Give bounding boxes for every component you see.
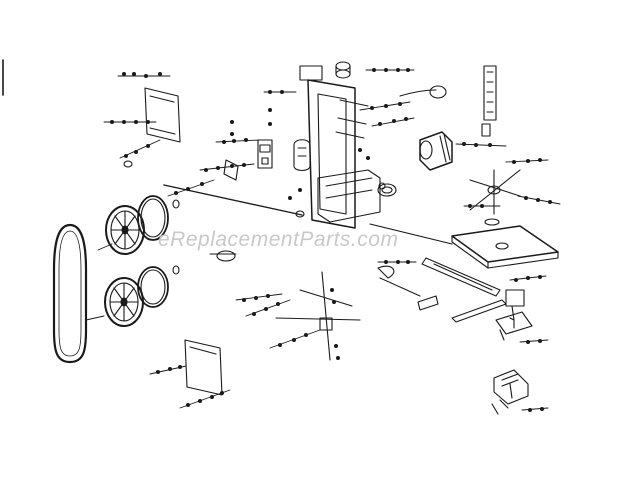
fastener-dots (110, 68, 552, 412)
lower-cover-plate (184, 339, 223, 396)
trunnion-assembly (469, 169, 521, 226)
main-frame (299, 65, 381, 229)
pulley (377, 183, 397, 197)
saw-blade (52, 223, 88, 364)
upper-wheel (105, 205, 145, 255)
dust-hose (399, 85, 447, 99)
upper-cover-plate (144, 87, 181, 143)
knob-top (335, 61, 351, 79)
bracket-small (223, 159, 239, 181)
work-table (451, 225, 559, 269)
tension-shaft (163, 184, 453, 245)
guide-block (293, 139, 311, 172)
motor (419, 131, 453, 171)
lower-tire (137, 266, 169, 308)
washers (123, 160, 386, 275)
base-bracket-cluster (491, 289, 525, 415)
fence-rail (417, 295, 507, 323)
lower-guide-assembly (275, 271, 361, 361)
lower-bracket (493, 369, 529, 405)
fence-bar (481, 65, 497, 137)
upper-tire (137, 195, 169, 241)
adjust-bracket (377, 265, 421, 297)
miter-rail (421, 257, 501, 297)
blade-guide-post (257, 139, 273, 169)
